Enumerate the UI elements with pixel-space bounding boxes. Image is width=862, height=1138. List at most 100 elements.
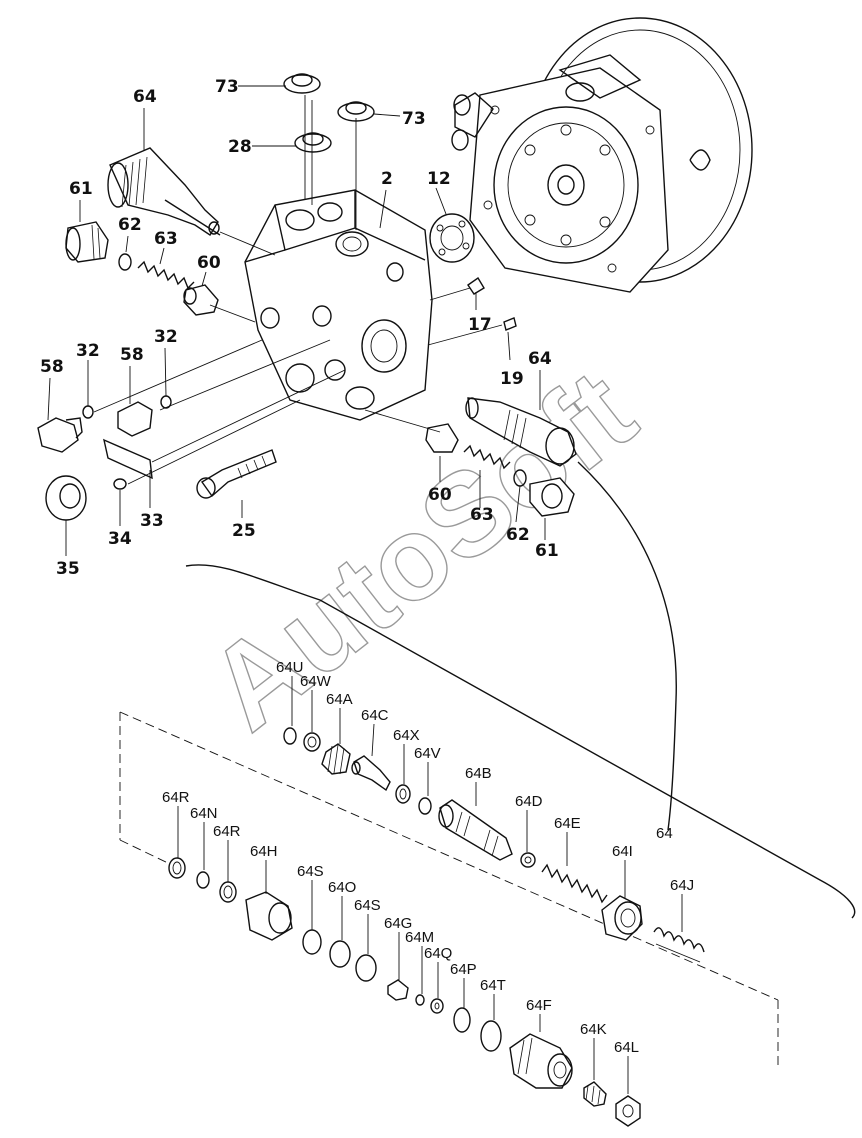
label-32-left: 32	[76, 341, 100, 361]
label-64X: 64X	[393, 727, 420, 744]
ring-64Q	[430, 998, 444, 1014]
label-35: 35	[56, 559, 80, 579]
label-64N: 64N	[190, 805, 218, 822]
label-64A: 64A	[326, 691, 353, 708]
label-63-top: 63	[154, 229, 178, 249]
cap-28	[294, 132, 332, 153]
spring-64J	[653, 927, 705, 963]
seat-64D	[520, 852, 536, 868]
ring-64W	[303, 732, 321, 752]
label-64C: 64C	[361, 707, 389, 724]
poppet-64G	[387, 979, 409, 1001]
bolt-25	[196, 449, 277, 499]
motor-housing	[451, 17, 753, 293]
cap-64I	[601, 895, 643, 941]
relief-valve-64-lower	[465, 397, 577, 467]
label-64K: 64K	[580, 1021, 607, 1038]
o-ring-64N	[196, 871, 210, 889]
ring-64X	[395, 784, 411, 804]
watermark: AutoSoft	[184, 344, 659, 756]
kit-outline	[119, 711, 779, 1066]
label-73-a: 73	[215, 77, 239, 97]
label-64V: 64V	[414, 745, 441, 762]
sleeve-64B	[438, 799, 513, 861]
spring-63-lower	[463, 444, 511, 470]
relief-valve-64-upper	[107, 147, 221, 236]
spool-64C	[351, 755, 391, 792]
kit-part-labels: 64U 64W 64A 64C 64X 64V 64B 64D 64E 64I …	[162, 659, 694, 1056]
pin-19	[503, 317, 517, 331]
label-64-top: 64	[133, 87, 157, 107]
label-2: 2	[381, 169, 393, 189]
plug-58-left	[37, 417, 83, 453]
poppet-60-lower	[425, 423, 459, 453]
pin-17	[467, 276, 485, 295]
kit-divider-line	[185, 564, 856, 919]
label-64O: 64O	[328, 879, 356, 896]
label-33: 33	[140, 511, 164, 531]
label-34: 34	[108, 529, 132, 549]
valve-body	[244, 189, 433, 421]
label-64S-a: 64S	[297, 863, 324, 880]
o-ring-62-upper	[118, 253, 132, 271]
label-64W: 64W	[300, 673, 332, 690]
label-64T: 64T	[480, 977, 506, 994]
label-64H: 64H	[250, 843, 278, 860]
sleeve-64H	[245, 891, 293, 941]
label-60-bottom: 60	[428, 485, 452, 505]
label-63-bottom: 63	[470, 505, 494, 525]
label-64D: 64D	[515, 793, 543, 810]
label-19: 19	[500, 369, 524, 389]
ring-64R-a	[168, 857, 186, 879]
ring-64R-b	[219, 881, 237, 903]
label-64M: 64M	[405, 929, 434, 946]
o-ring-64U	[283, 727, 297, 745]
label-17: 17	[468, 315, 492, 335]
label-64R-b: 64R	[213, 823, 241, 840]
label-25: 25	[232, 521, 256, 541]
plate-33	[103, 438, 153, 480]
sleeve-64A	[321, 743, 351, 775]
backup-ring-64S-a	[302, 929, 322, 955]
backup-ring-64S-b	[355, 954, 377, 982]
label-64-mid: 64	[528, 349, 552, 369]
poppet-60-upper	[183, 284, 219, 316]
label-64E: 64E	[554, 815, 581, 832]
spring-63-upper	[137, 260, 195, 290]
label-12: 12	[427, 169, 451, 189]
plug-61-upper	[65, 221, 109, 263]
ring-64M	[415, 994, 425, 1006]
label-64J: 64J	[670, 877, 694, 894]
label-64Q: 64Q	[424, 945, 452, 962]
label-64L: 64L	[614, 1039, 639, 1056]
label-64-kit: 64	[656, 825, 673, 842]
label-61-top: 61	[69, 179, 93, 199]
lower-leader-lines	[177, 676, 683, 1094]
watermark-text: AutoSoft	[185, 345, 659, 756]
label-64P: 64P	[450, 961, 477, 978]
plug-58-right	[117, 401, 153, 437]
label-64G: 64G	[384, 915, 412, 932]
label-32-right: 32	[154, 327, 178, 347]
o-ring-64P	[453, 1007, 471, 1033]
label-64S-b: 64S	[354, 897, 381, 914]
label-28: 28	[228, 137, 252, 157]
kit-connection-curve	[577, 461, 677, 831]
cap-73-b	[337, 101, 375, 122]
bearing-12	[429, 213, 475, 263]
nut-64L	[615, 1095, 641, 1127]
label-58-right: 58	[120, 345, 144, 365]
label-73-b: 73	[402, 109, 426, 129]
o-ring-64V	[418, 797, 432, 815]
washer-35	[45, 475, 87, 521]
label-62-bottom: 62	[506, 525, 530, 545]
upper-part-labels: 73 73 28 64 2 12 61 62 63 60 17 19 64 58…	[40, 77, 559, 579]
o-ring-64O	[329, 940, 351, 968]
backup-ring-64T	[480, 1020, 502, 1052]
label-64B: 64B	[465, 765, 492, 782]
label-58-left: 58	[40, 357, 64, 377]
label-64R-a: 64R	[162, 789, 190, 806]
plug-64F	[509, 1033, 573, 1089]
spring-64E	[541, 863, 608, 904]
